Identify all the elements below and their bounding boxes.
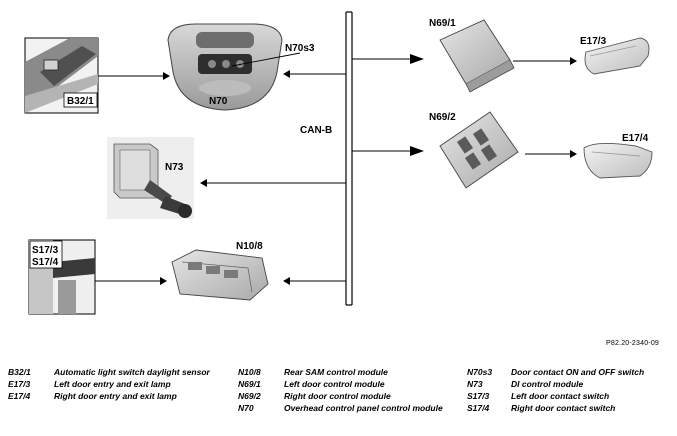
- can-b-bus: [345, 11, 353, 306]
- can-b-label: CAN-B: [300, 125, 332, 136]
- n73-ignition-module-image: [107, 137, 194, 219]
- e17-3-left-door-lamp-image: [584, 37, 650, 75]
- n70-overhead-panel-image: [167, 23, 283, 111]
- n10-8-label: N10/8: [236, 241, 263, 252]
- e17-4-right-door-lamp-image: [583, 143, 653, 179]
- b32-1-label: B32/1: [67, 96, 94, 107]
- reference-code: P82.20-2340-09: [606, 340, 660, 347]
- n10-8-rear-sam-image: [171, 249, 269, 301]
- n69-1-label: N69/1: [429, 18, 456, 29]
- e17-3-label: E17/3: [580, 36, 607, 47]
- n69-1-left-door-module-image: [439, 19, 515, 93]
- wiring-diagram: CAN-B B32/1 N70s3 N70 N73: [24, 11, 653, 315]
- n69-2-label: N69/2: [429, 112, 456, 123]
- n73-label: N73: [165, 162, 184, 173]
- s17-3-label: S17/3: [32, 245, 59, 256]
- n69-2-right-door-module-image: [439, 111, 519, 189]
- s17-door-switch-image: [28, 239, 96, 315]
- n70s3-label: N70s3: [285, 43, 315, 54]
- n70-label: N70: [209, 96, 228, 107]
- b32-1-sensor-image: [24, 37, 99, 114]
- e17-4-label: E17/4: [622, 133, 649, 144]
- s17-4-label: S17/4: [32, 257, 59, 268]
